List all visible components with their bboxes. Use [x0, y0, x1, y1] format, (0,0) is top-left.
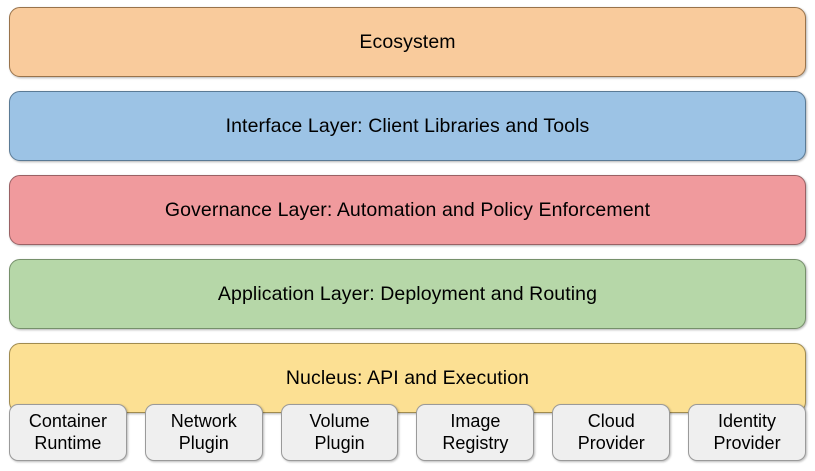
component-line-1: Image — [450, 411, 501, 432]
layer-bar-ecosystem[interactable]: Ecosystem — [9, 7, 806, 77]
component-line-1: Volume — [309, 411, 370, 432]
component-line-2: Provider — [577, 432, 645, 453]
layer-bar-governance[interactable]: Governance Layer: Automation and Policy … — [9, 175, 806, 245]
layer-stack: Ecosystem Interface Layer: Client Librar… — [9, 7, 806, 413]
layer-bar-interface[interactable]: Interface Layer: Client Libraries and To… — [9, 91, 806, 161]
layer-label-ecosystem: Ecosystem — [359, 30, 456, 53]
layer-label-interface: Interface Layer: Client Libraries and To… — [225, 114, 590, 137]
layer-bar-application[interactable]: Application Layer: Deployment and Routin… — [9, 259, 806, 329]
component-line-1: Cloud — [587, 411, 635, 432]
component-line-2: Plugin — [178, 432, 229, 453]
component-line-1: Container — [28, 411, 107, 432]
component-line-1: Identity — [718, 411, 777, 432]
layer-bar-nucleus[interactable]: Nucleus: API and Execution — [9, 343, 806, 413]
component-line-2: Registry — [442, 432, 509, 453]
component-line-2: Provider — [713, 432, 781, 453]
layer-label-nucleus: Nucleus: API and Execution — [285, 366, 530, 389]
layer-label-application: Application Layer: Deployment and Routin… — [217, 282, 598, 305]
component-line-1: Network — [170, 411, 237, 432]
component-line-2: Plugin — [314, 432, 365, 453]
component-line-2: Runtime — [34, 432, 102, 453]
layer-label-governance: Governance Layer: Automation and Policy … — [164, 198, 651, 221]
